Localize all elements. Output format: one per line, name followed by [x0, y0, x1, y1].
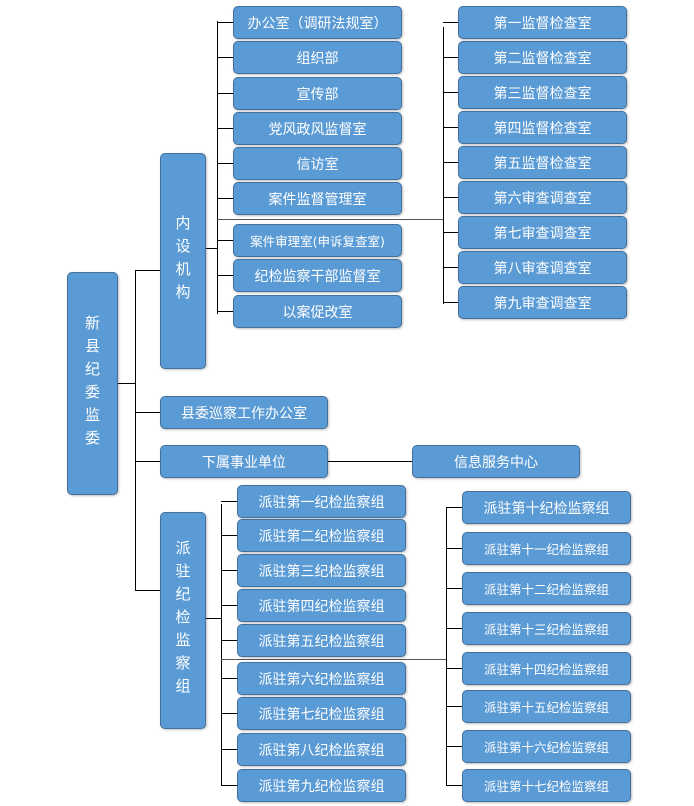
connector — [443, 267, 458, 268]
inspection-room-node: 第六审查调查室 — [458, 181, 627, 214]
stationed-group-node: 派驻第七纪检监察组 — [237, 697, 406, 730]
connector — [443, 92, 458, 93]
connector — [135, 270, 136, 591]
connector — [221, 749, 237, 750]
connector — [217, 198, 233, 199]
inspection-office-node: 县委巡察工作办公室 — [160, 396, 328, 429]
internal-dept-node: 宣传部 — [233, 77, 402, 110]
connector — [135, 270, 160, 271]
connector — [221, 659, 446, 660]
connector — [205, 618, 221, 619]
inspection-room-node: 第七审查调查室 — [458, 216, 627, 249]
stationed-group-node: 派驻第三纪检监察组 — [237, 554, 406, 587]
internal-node: 内设机构 — [160, 153, 206, 369]
stationed-group-node: 派驻第二纪检监察组 — [237, 519, 406, 552]
connector — [443, 197, 458, 198]
stationed-group-node: 派驻第十一纪检监察组 — [462, 532, 631, 565]
connector — [217, 93, 233, 94]
connector — [221, 713, 237, 714]
affiliated-node: 下属事业单位 — [160, 445, 328, 478]
connector — [221, 501, 237, 502]
stationed-group-node: 派驻第十五纪检监察组 — [462, 690, 631, 723]
connector — [217, 219, 443, 220]
connector — [221, 678, 237, 679]
inspection-room-node: 第九审查调查室 — [458, 286, 627, 319]
stationed-group-node: 派驻第九纪检监察组 — [237, 769, 406, 802]
connector — [446, 706, 462, 707]
stationed-group-node: 派驻第十四纪检监察组 — [462, 652, 631, 685]
stationed-group-node: 派驻第十六纪检监察组 — [462, 730, 631, 763]
connector — [221, 535, 237, 536]
stationed-node: 派驻纪检监察组 — [160, 512, 206, 729]
connector — [217, 128, 233, 129]
stationed-group-node: 派驻第十七纪检监察组 — [462, 769, 631, 802]
connector — [221, 785, 237, 786]
connector — [205, 248, 217, 249]
connector — [446, 628, 462, 629]
connector — [135, 461, 160, 462]
connector — [217, 240, 233, 241]
connector — [443, 232, 458, 233]
connector — [443, 162, 458, 163]
info-center-node: 信息服务中心 — [412, 445, 580, 478]
connector — [446, 507, 462, 508]
connector — [217, 22, 233, 23]
connector — [446, 785, 462, 786]
connector — [446, 746, 462, 747]
stationed-group-node: 派驻第八纪检监察组 — [237, 733, 406, 766]
internal-dept-node: 组织部 — [233, 41, 402, 74]
internal-dept-node: 案件审理室(申诉复查室) — [233, 224, 402, 257]
inspection-room-node: 第四监督检查室 — [458, 111, 627, 144]
connector — [443, 302, 458, 303]
connector — [221, 570, 237, 571]
internal-dept-node: 党风政风监督室 — [233, 112, 402, 145]
stationed-group-node: 派驻第十三纪检监察组 — [462, 612, 631, 645]
stationed-group-node: 派驻第六纪检监察组 — [237, 662, 406, 695]
internal-dept-node: 以案促改室 — [233, 295, 402, 328]
inspection-room-node: 第一监督检查室 — [458, 6, 627, 39]
connector — [327, 461, 412, 462]
inspection-room-node: 第三监督检查室 — [458, 76, 627, 109]
connector — [443, 27, 444, 304]
connector — [446, 548, 462, 549]
internal-dept-node: 信访室 — [233, 147, 402, 180]
connector — [217, 275, 233, 276]
stationed-group-node: 派驻第四纪检监察组 — [237, 589, 406, 622]
stationed-group-node: 派驻第五纪检监察组 — [237, 624, 406, 657]
connector — [446, 668, 462, 669]
connector — [135, 412, 160, 413]
connector — [446, 507, 447, 786]
connector — [221, 504, 222, 786]
stationed-group-node: 派驻第十纪检监察组 — [462, 491, 631, 524]
root-node: 新县纪委监委 — [67, 272, 118, 495]
internal-dept-node: 案件监督管理室 — [233, 182, 402, 215]
stationed-group-node: 派驻第十二纪检监察组 — [462, 572, 631, 605]
inspection-room-node: 第二监督检查室 — [458, 41, 627, 74]
connector — [217, 311, 233, 312]
internal-dept-node: 纪检监察干部监督室 — [233, 259, 402, 292]
inspection-room-node: 第五监督检查室 — [458, 146, 627, 179]
connector — [217, 21, 218, 314]
connector — [217, 163, 233, 164]
connector — [443, 57, 458, 58]
connector — [117, 383, 135, 384]
connector — [443, 22, 458, 23]
internal-dept-node: 办公室（调研法规室） — [233, 6, 402, 39]
inspection-room-node: 第八审查调查室 — [458, 251, 627, 284]
connector — [217, 57, 233, 58]
connector — [221, 640, 237, 641]
connector — [135, 590, 160, 591]
connector — [443, 127, 458, 128]
connector — [446, 588, 462, 589]
connector — [221, 605, 237, 606]
stationed-group-node: 派驻第一纪检监察组 — [237, 485, 406, 518]
